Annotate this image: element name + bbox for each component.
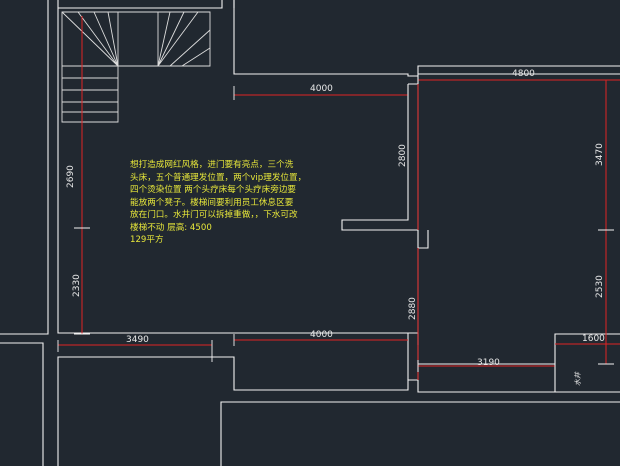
dimension-labels: 4000 4800 2690 2330 2800 2880 3470 2530 …	[66, 69, 605, 368]
upper-room-wall	[233, 0, 620, 85]
dim-left-upper: 2690	[66, 165, 76, 188]
center-column-wall	[341, 84, 429, 380]
note-line-1: 想打造成网红风格，进门要有亮点，三个洗	[130, 158, 294, 170]
note-line-6: 楼梯不动 层高: 4500	[130, 221, 212, 233]
stair-enclosure	[58, 0, 235, 9]
dim-left-lower: 2330	[72, 274, 82, 297]
dim-bottom-right-middle: 3190	[477, 358, 500, 368]
dim-right-upper: 3470	[595, 143, 605, 166]
dim-bottom-left: 3490	[126, 335, 149, 345]
note-line-5: 放在门口。水井门可以拆掉重做，，下水可改	[130, 208, 298, 220]
dim-bottom-right: 1600	[582, 334, 605, 344]
inner-wall-left	[57, 0, 234, 334]
water-well-label: 水井	[574, 371, 582, 386]
dim-center-upper: 2800	[398, 144, 408, 167]
dim-center-lower: 2880	[408, 297, 418, 320]
dim-top-middle: 4000	[310, 84, 333, 94]
note-line-2: 头床，五个普通理发位置，两个vip理发位置，	[130, 171, 306, 183]
lower-room-wall	[234, 332, 620, 392]
dimension-lines	[57, 16, 620, 380]
note-line-3: 四个烫染位置 两个头疗床每个头疗床旁边要	[130, 183, 296, 195]
dim-bottom-middle: 4000	[310, 330, 333, 340]
design-notes: 想打造成网红风格，进门要有亮点，三个洗 头床，五个普通理发位置，两个vip理发位…	[130, 158, 306, 245]
staircase	[61, 11, 211, 123]
note-line-4: 能放两个凳子。楼梯间要利用员工休息区要	[130, 196, 294, 208]
dim-right-lower: 2530	[595, 275, 605, 298]
dim-top-right: 4800	[512, 69, 535, 79]
note-line-7: 129平方	[130, 233, 164, 245]
